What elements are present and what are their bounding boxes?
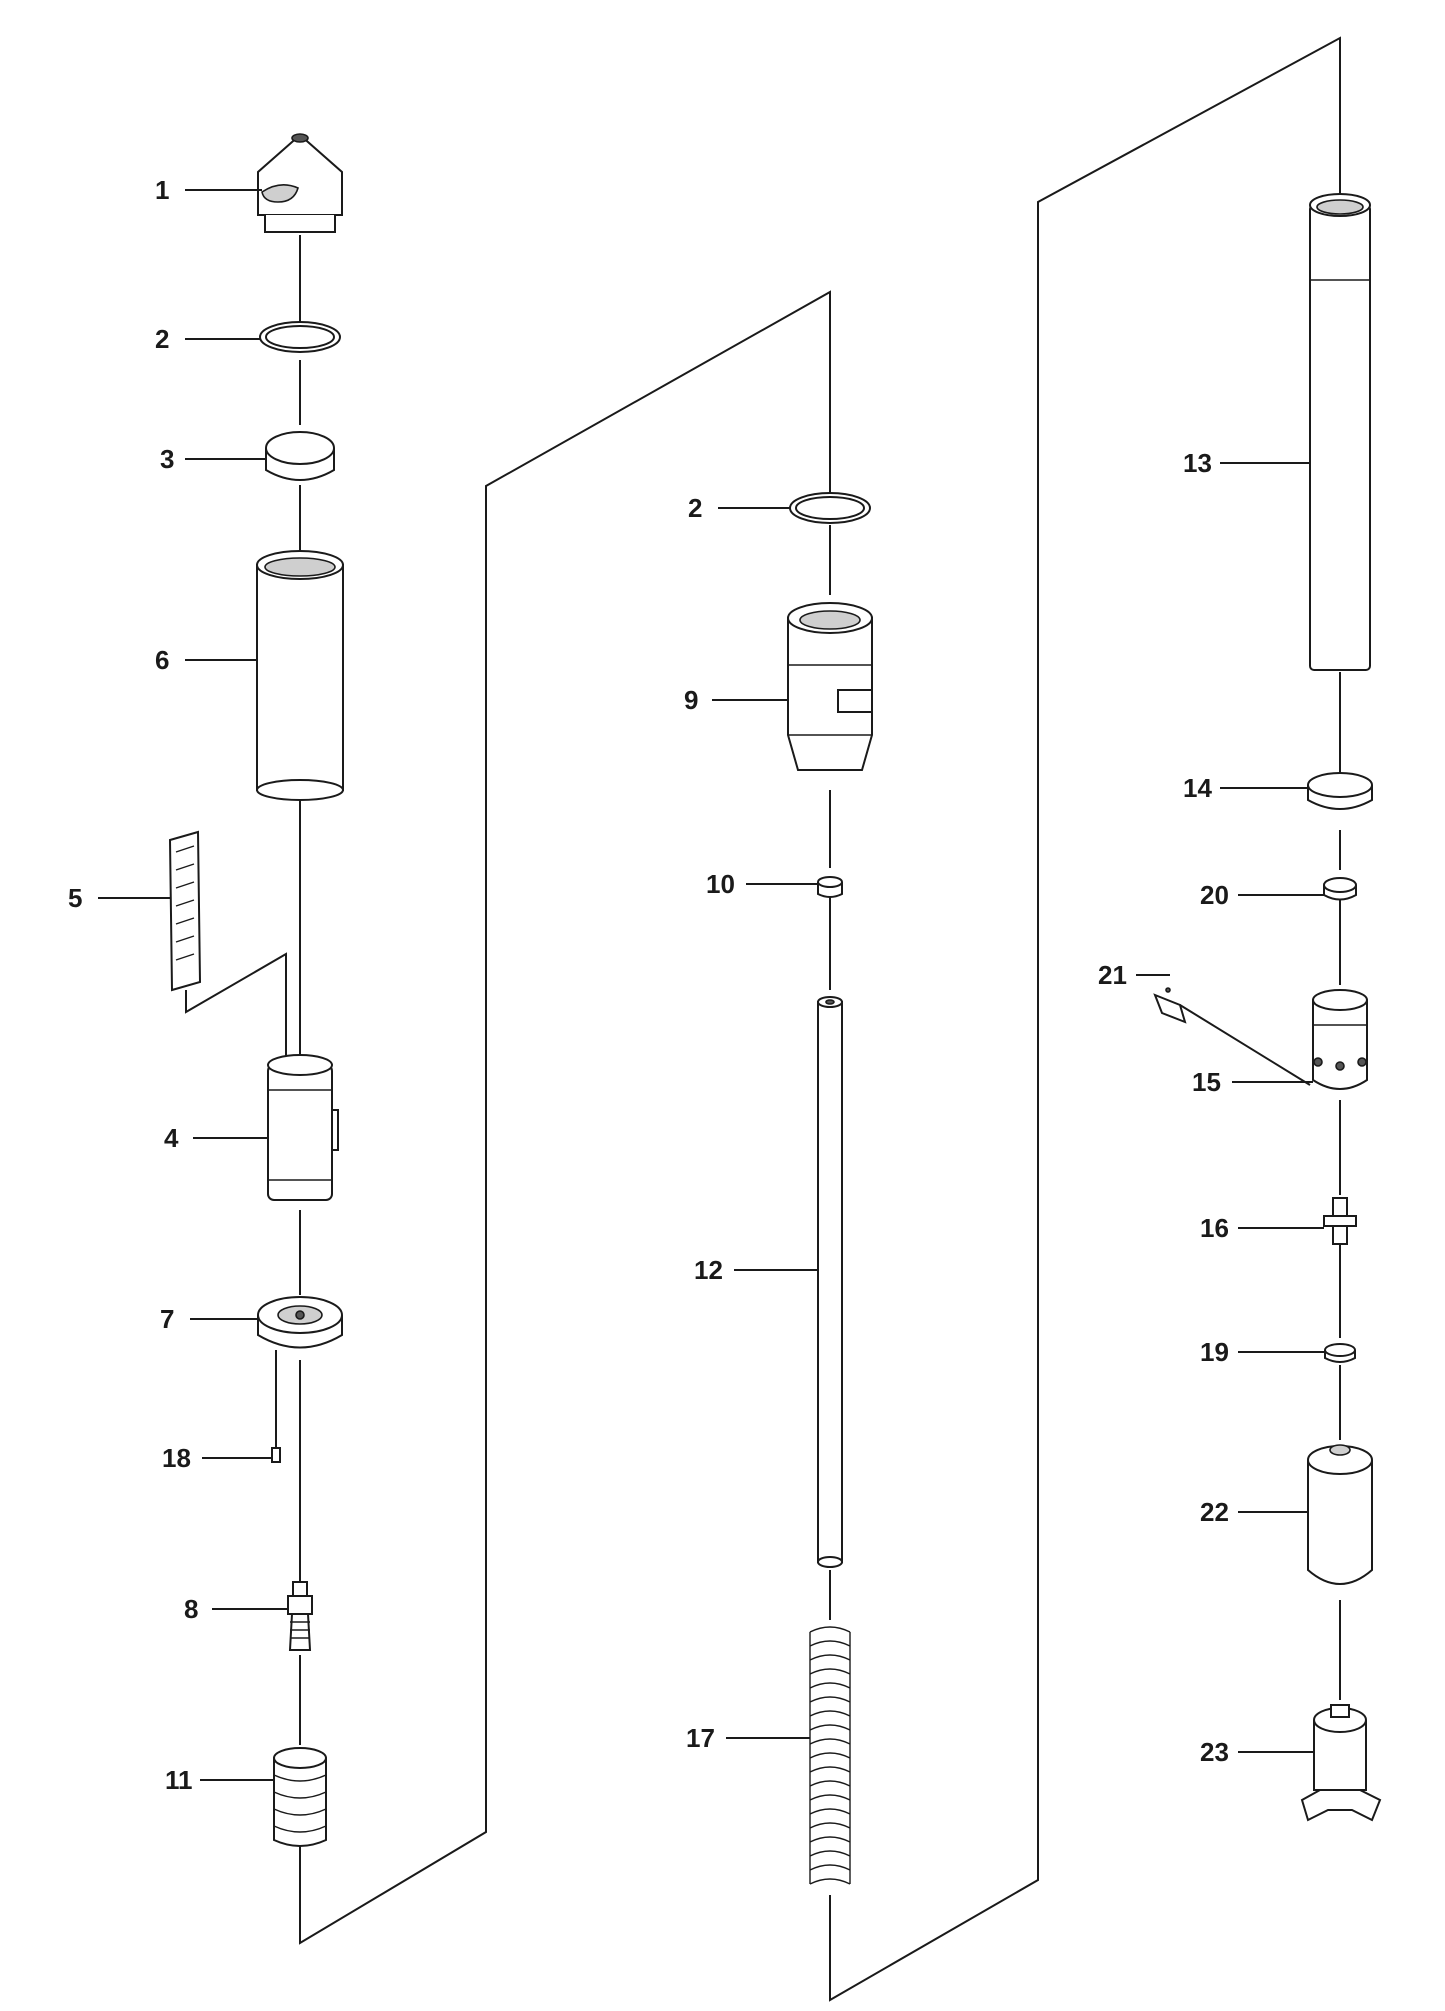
callout-8: 8 (184, 1594, 198, 1624)
callout-16: 16 (1200, 1213, 1229, 1243)
part-14-ring (1307, 772, 1373, 810)
callout-12: 12 (694, 1255, 723, 1285)
leader-lines (98, 189, 1325, 1781)
part-2-o-ring (259, 321, 341, 353)
callout-14: 14 (1183, 773, 1212, 803)
part-9-coupling (787, 602, 873, 771)
callout-10: 10 (706, 869, 735, 899)
part-18-pin (271, 1447, 281, 1463)
callout-2-middle: 2 (688, 493, 702, 523)
callout-3: 3 (160, 444, 174, 474)
part-15-valve-body (1312, 989, 1368, 1090)
part-5-filter-strip (168, 830, 202, 992)
callout-6: 6 (155, 645, 169, 675)
part-8-nipple (287, 1581, 313, 1651)
part-21-clip (1153, 987, 1187, 1024)
assembly-axis-lines (185, 36, 1341, 2002)
part-7-bearing (257, 1296, 343, 1349)
part-20-nut (1323, 877, 1357, 901)
part-2-o-ring-middle (789, 492, 871, 524)
callout-4: 4 (164, 1123, 179, 1153)
callout-15: 15 (1192, 1067, 1221, 1097)
callout-13: 13 (1183, 448, 1212, 478)
callout-2: 2 (155, 324, 169, 354)
part-1-nozzle-cap (257, 133, 343, 233)
part-17-spring (809, 1626, 851, 1885)
callout-labels: 1 2 3 6 5 4 7 18 8 11 2 9 10 12 17 13 14… (68, 175, 1229, 1795)
part-4-body (267, 1054, 339, 1201)
callout-20: 20 (1200, 880, 1229, 910)
callout-17: 17 (686, 1723, 715, 1753)
part-19-ring (1324, 1343, 1356, 1363)
part-12-rod (817, 996, 843, 1568)
callout-18: 18 (162, 1443, 191, 1473)
callout-1: 1 (155, 175, 169, 205)
callout-7: 7 (160, 1304, 174, 1334)
part-10-washer (817, 876, 843, 898)
callout-22: 22 (1200, 1497, 1229, 1527)
part-11-threaded-insert (273, 1747, 327, 1847)
part-23-claw-coupling (1300, 1704, 1382, 1822)
callout-19: 19 (1200, 1337, 1229, 1367)
callout-21: 21 (1098, 960, 1127, 990)
part-3-disc (265, 431, 335, 481)
part-16-nipple (1323, 1197, 1357, 1245)
callout-11: 11 (165, 1765, 193, 1795)
callout-5: 5 (68, 883, 82, 913)
part-22-cylinder (1307, 1444, 1373, 1585)
part-6-sleeve (256, 550, 344, 801)
part-13-tube (1309, 193, 1371, 671)
callout-9: 9 (684, 685, 698, 715)
callout-23: 23 (1200, 1737, 1229, 1767)
